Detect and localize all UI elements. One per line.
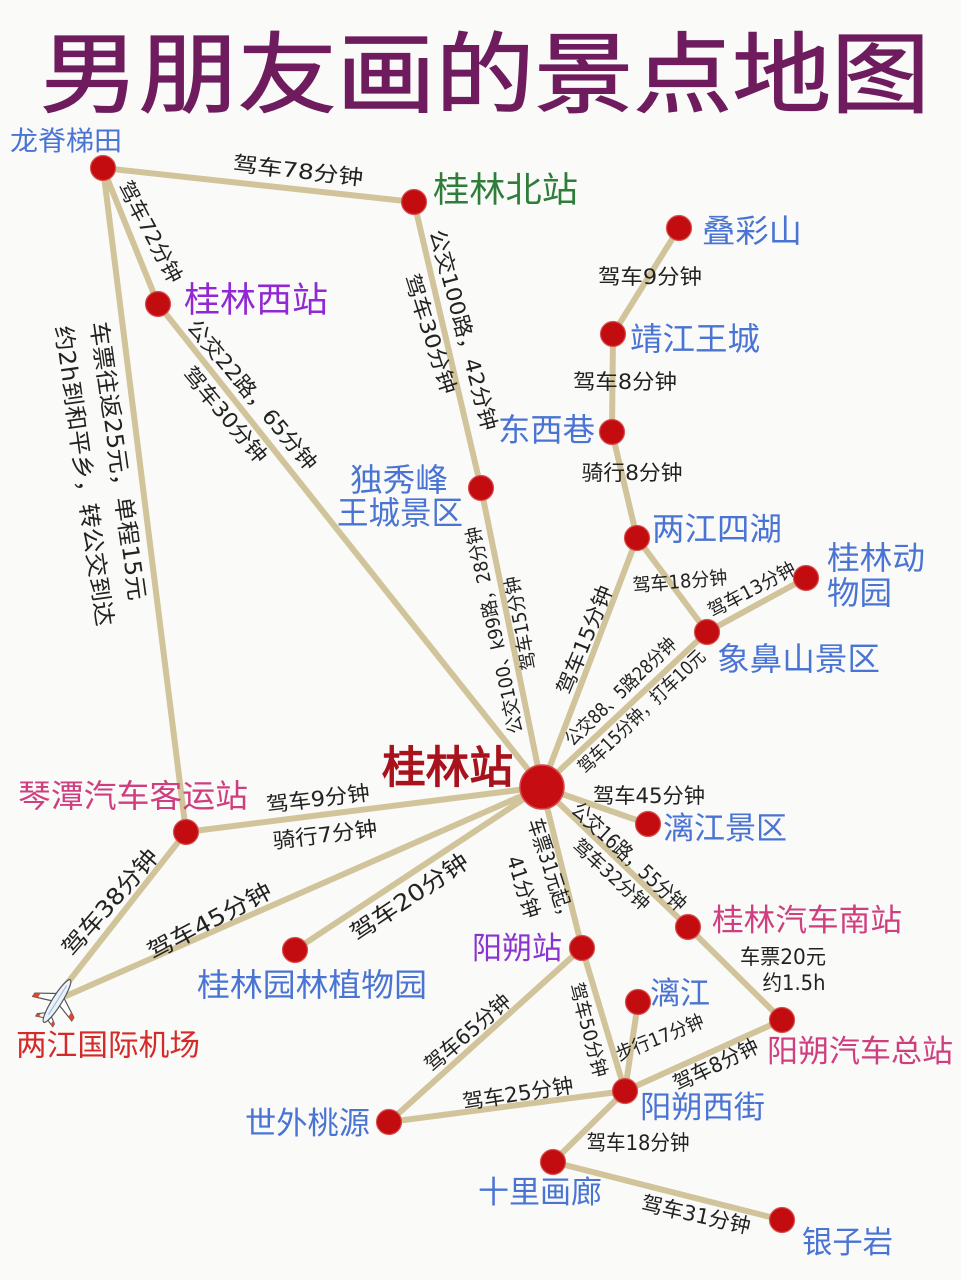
route-label: 驾车45分钟 (143, 878, 276, 965)
route-line-sihu-guilin-station (539, 535, 640, 790)
route-line-guilin-station-south-bus (539, 784, 691, 930)
route-label: 驾车18分钟 (632, 567, 729, 597)
route-line-guilin-station-yangshuo-station (539, 784, 585, 951)
place-label-yangshuo-bus: 阳朔汽车总站 (767, 1034, 953, 1070)
place-label-guilin-south-bus: 桂林汽车南站 (712, 903, 902, 939)
marker-zoo (792, 564, 820, 592)
route-line-shiwai-xijie (386, 1088, 628, 1125)
place-label-zoo-line2: 物园 (827, 574, 892, 612)
place-label-guilin-north: 桂林北站 (433, 171, 578, 211)
marker-yinzi (768, 1206, 796, 1234)
place-label-xijie: 阳朔西街 (640, 1090, 765, 1126)
route-line-guilin-station-airport (63, 784, 545, 999)
place-label-duxiu-line1: 独秀峰 (350, 461, 448, 499)
route-label: 驾车8分钟 (573, 370, 677, 394)
place-label-shili: 十里画廊 (478, 1175, 602, 1211)
route-label: 驾车72分钟 (113, 177, 187, 287)
marker-longji (89, 154, 117, 182)
place-label-dongxi: 东西巷 (498, 411, 595, 449)
route-line-qintan-airport (59, 829, 189, 993)
marker-shiwai (375, 1108, 403, 1136)
route-line-xiangbi-zoo (704, 575, 809, 635)
marker-lijiang (624, 988, 652, 1016)
route-line-yangshuo-bus-xijie (622, 1017, 785, 1094)
route-line-shili-yinzi (550, 1159, 785, 1223)
place-label-guilin-station: 桂林站 (382, 743, 513, 794)
route-line-longji-guilin-north (100, 165, 417, 205)
marker-botanical (281, 936, 309, 964)
marker-dongxi (598, 418, 626, 446)
marker-shili (539, 1148, 567, 1176)
marker-guilin-south-bus (674, 913, 702, 941)
place-label-diecai: 叠彩山 (702, 212, 802, 250)
marker-yangshuo-station (568, 934, 596, 962)
place-label-yangshuo-station: 阳朔站 (472, 931, 562, 967)
route-line-south-bus-yangshuo-bus (685, 924, 785, 1023)
route-line-yangshuo-station-xijie (579, 945, 628, 1094)
route-line-sihu-xiangbi (634, 535, 710, 635)
marker-diecai (665, 214, 693, 242)
route-line-duxiu-guilin-station (478, 485, 545, 790)
marker-qintan (172, 818, 200, 846)
place-label-shiwai: 世外桃源 (245, 1106, 370, 1142)
airplane-icon (31, 979, 75, 1028)
marker-sihu (623, 524, 651, 552)
place-labels: 龙脊梯田 桂林北站 叠彩山 桂林西站 靖江王城 东西巷 独秀峰 王城景区 两江四… (10, 127, 953, 1262)
marker-duxiu (467, 474, 495, 502)
place-label-xiangbi: 象鼻山景区 (717, 640, 880, 678)
place-label-airport: 两江国际机场 (16, 1029, 200, 1064)
route-label: 骑行8分钟 (582, 461, 683, 485)
marker-yangshuo-bus (768, 1006, 796, 1034)
route-label: 约1.5h (763, 971, 826, 995)
route-line-guilin-station-qintan (183, 784, 545, 835)
place-label-zoo-line1: 桂林动 (827, 539, 925, 577)
route-line-guilin-station-botanical (292, 784, 545, 953)
route-lines (59, 165, 809, 1223)
route-label: 车票20元 (740, 945, 826, 969)
route-line-longji-qintan (100, 165, 189, 835)
location-markers (31, 154, 820, 1234)
route-line-yangshuo-station-shiwai (386, 945, 585, 1125)
route-label: 驾车45分钟 (593, 784, 705, 808)
route-line-guilin-west-guilin-station (155, 301, 545, 790)
route-line-xijie-shili (550, 1088, 628, 1165)
route-line-diecai-jingjiang (610, 225, 682, 337)
route-label: 驾车18分钟 (587, 1131, 690, 1155)
place-label-qintan: 琴潭汽车客运站 (18, 777, 248, 815)
route-line-xiangbi-guilin-station (539, 629, 710, 790)
place-label-yinzi: 银子岩 (802, 1225, 893, 1261)
marker-guilin-north (400, 188, 428, 216)
place-label-botanical: 桂林园林植物园 (197, 966, 427, 1004)
page-title: 男朋友画的景点地图 (40, 24, 930, 127)
place-label-duxiu-line2: 王城景区 (337, 494, 463, 532)
route-line-longji-guilin-west (100, 165, 161, 307)
marker-lijiang-scenic (634, 810, 662, 838)
route-label: 驾车25分钟 (461, 1073, 575, 1114)
marker-guilin-west (144, 290, 172, 318)
place-label-guilin-west: 桂林西站 (184, 281, 328, 321)
route-label: 驾车9分钟 (598, 265, 702, 289)
marker-guilin-station-hub (519, 764, 565, 810)
route-line-guilin-north-duxiu (411, 199, 484, 491)
place-label-lijiang: 漓江 (650, 976, 710, 1012)
route-line-jingjiang-dongxi (609, 331, 616, 435)
place-label-sihu: 两江四湖 (652, 510, 782, 548)
marker-xiangbi (693, 618, 721, 646)
marker-xijie (611, 1077, 639, 1105)
place-label-jingjiang: 靖江王城 (630, 320, 760, 358)
route-line-lijiang-xijie (622, 999, 641, 1094)
marker-jingjiang (599, 320, 627, 348)
place-label-lijiang-scenic: 漓江景区 (663, 811, 787, 847)
place-label-longji: 龙脊梯田 (10, 127, 122, 158)
route-line-dongxi-sihu (609, 429, 640, 541)
route-label: 驾车65分钟 (420, 989, 516, 1077)
